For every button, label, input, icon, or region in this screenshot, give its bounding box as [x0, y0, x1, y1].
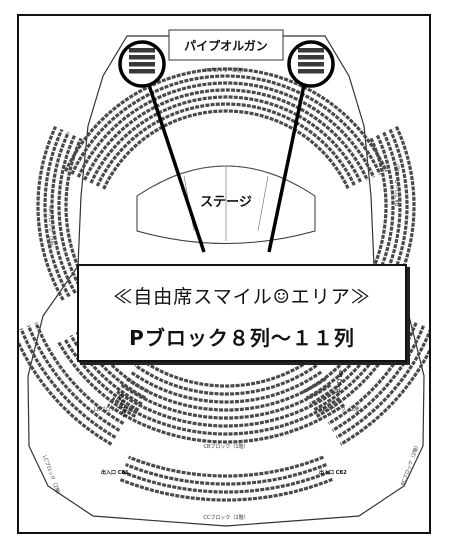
highlight-circle-left	[118, 40, 166, 88]
seat-row-rc	[327, 322, 418, 425]
callout-title: ≪自由席スマイル☺エリア≫	[113, 286, 371, 308]
seat-row-lc	[27, 325, 121, 432]
highlight-circle-right	[287, 40, 335, 88]
seat-row-cb	[111, 396, 341, 436]
block-label-la: LAブロック（2階）	[47, 206, 54, 251]
entrance-labels: 出入口 B1 出入口 B2 出入口 CB1 出入口 CB2	[101, 369, 347, 476]
seat-row-cb	[134, 364, 318, 396]
entrance-b2: 出入口 B2	[334, 369, 345, 394]
pointer-line-left	[147, 84, 206, 253]
seat-row-la	[36, 125, 65, 301]
seat-row-lc	[19, 340, 113, 446]
seat-row-lc	[19, 328, 117, 439]
seat-row-p-right-upper	[298, 62, 324, 67]
seat-row-p-right-upper	[298, 48, 324, 53]
stage-label: ステージ	[200, 195, 252, 210]
seat-row-p-left-upper	[129, 55, 155, 60]
seat-row-cc	[119, 477, 333, 502]
seat-row-lb	[63, 338, 140, 412]
entrance-cb2: 出入口 CB2	[319, 469, 347, 476]
seat-row-rb	[309, 334, 383, 406]
seat-row-lc	[34, 322, 125, 425]
pipe-organ: パイプオルガン Pブロック（2階）	[168, 29, 284, 74]
stage-area: ステージ	[136, 165, 316, 244]
seat-row-p	[95, 102, 357, 187]
seat-row-p-right-upper	[298, 55, 324, 60]
seat-row-cb	[106, 403, 346, 444]
block-label-ra: RAブロック（2階）	[394, 161, 401, 206]
block-label-rb: RBブロック（2階）	[319, 406, 364, 413]
seat-map-frame: ステージ パイプオルガン Pブロック（2階） LAブロック（2階） RAブロック…	[17, 14, 431, 534]
block-label-lc: LCブロック（2階）	[41, 454, 63, 498]
seat-row-cb	[116, 390, 336, 428]
seat-row-cc	[125, 463, 327, 486]
seat-row-p	[83, 88, 369, 181]
callout-subtitle: Pブロック８列～１１列	[129, 326, 355, 350]
hall-outline	[27, 35, 425, 527]
seat-row-p	[70, 74, 382, 175]
seat-row-la	[43, 128, 71, 298]
seat-row-cc	[128, 455, 324, 478]
callout-box: ≪自由席スマイル☺エリア≫ Pブロック８列～１１列	[77, 264, 407, 362]
seat-row-p	[89, 95, 363, 184]
block-label-lb: LBブロック（2階）	[94, 406, 138, 413]
seat-row-p	[102, 109, 350, 190]
seat-row-cb	[120, 383, 332, 420]
seat-row-cb	[129, 370, 323, 404]
block-label-cb: CBブロック（1階）	[203, 443, 248, 450]
seat-row-cc	[122, 470, 330, 494]
seat-row-lb	[69, 334, 143, 406]
block-label-cc: CCブロック（2階）	[203, 514, 248, 521]
entrance-cb1: 出入口 CB1	[101, 469, 129, 476]
seat-row-rc	[335, 329, 429, 439]
pointer-line-right	[267, 84, 306, 253]
seat-row-p	[64, 67, 388, 172]
seat-row-p-left-upper	[129, 62, 155, 67]
seat-row-p	[76, 81, 376, 178]
seat-row-cb	[139, 357, 313, 388]
seat-row-rc	[339, 348, 429, 446]
seat-row-rc	[331, 325, 425, 432]
organ-label: パイプオルガン	[184, 38, 268, 53]
seat-row-ra	[363, 137, 388, 287]
entrance-b1: 出入口 B1	[117, 393, 128, 418]
seat-row-p-right-upper	[298, 69, 324, 74]
block-label-p: Pブロック（2階）	[205, 67, 246, 74]
seat-row-la	[57, 134, 83, 291]
seat-row-lb	[57, 341, 137, 418]
seat-row-p-left-upper	[129, 48, 155, 53]
seat-row-cb	[125, 377, 327, 412]
seat-row-p-left-upper	[129, 69, 155, 74]
seat-row-la	[50, 131, 77, 294]
highlight-markers	[118, 40, 335, 253]
block-label-rc: RCブロック（2階）	[399, 442, 421, 487]
